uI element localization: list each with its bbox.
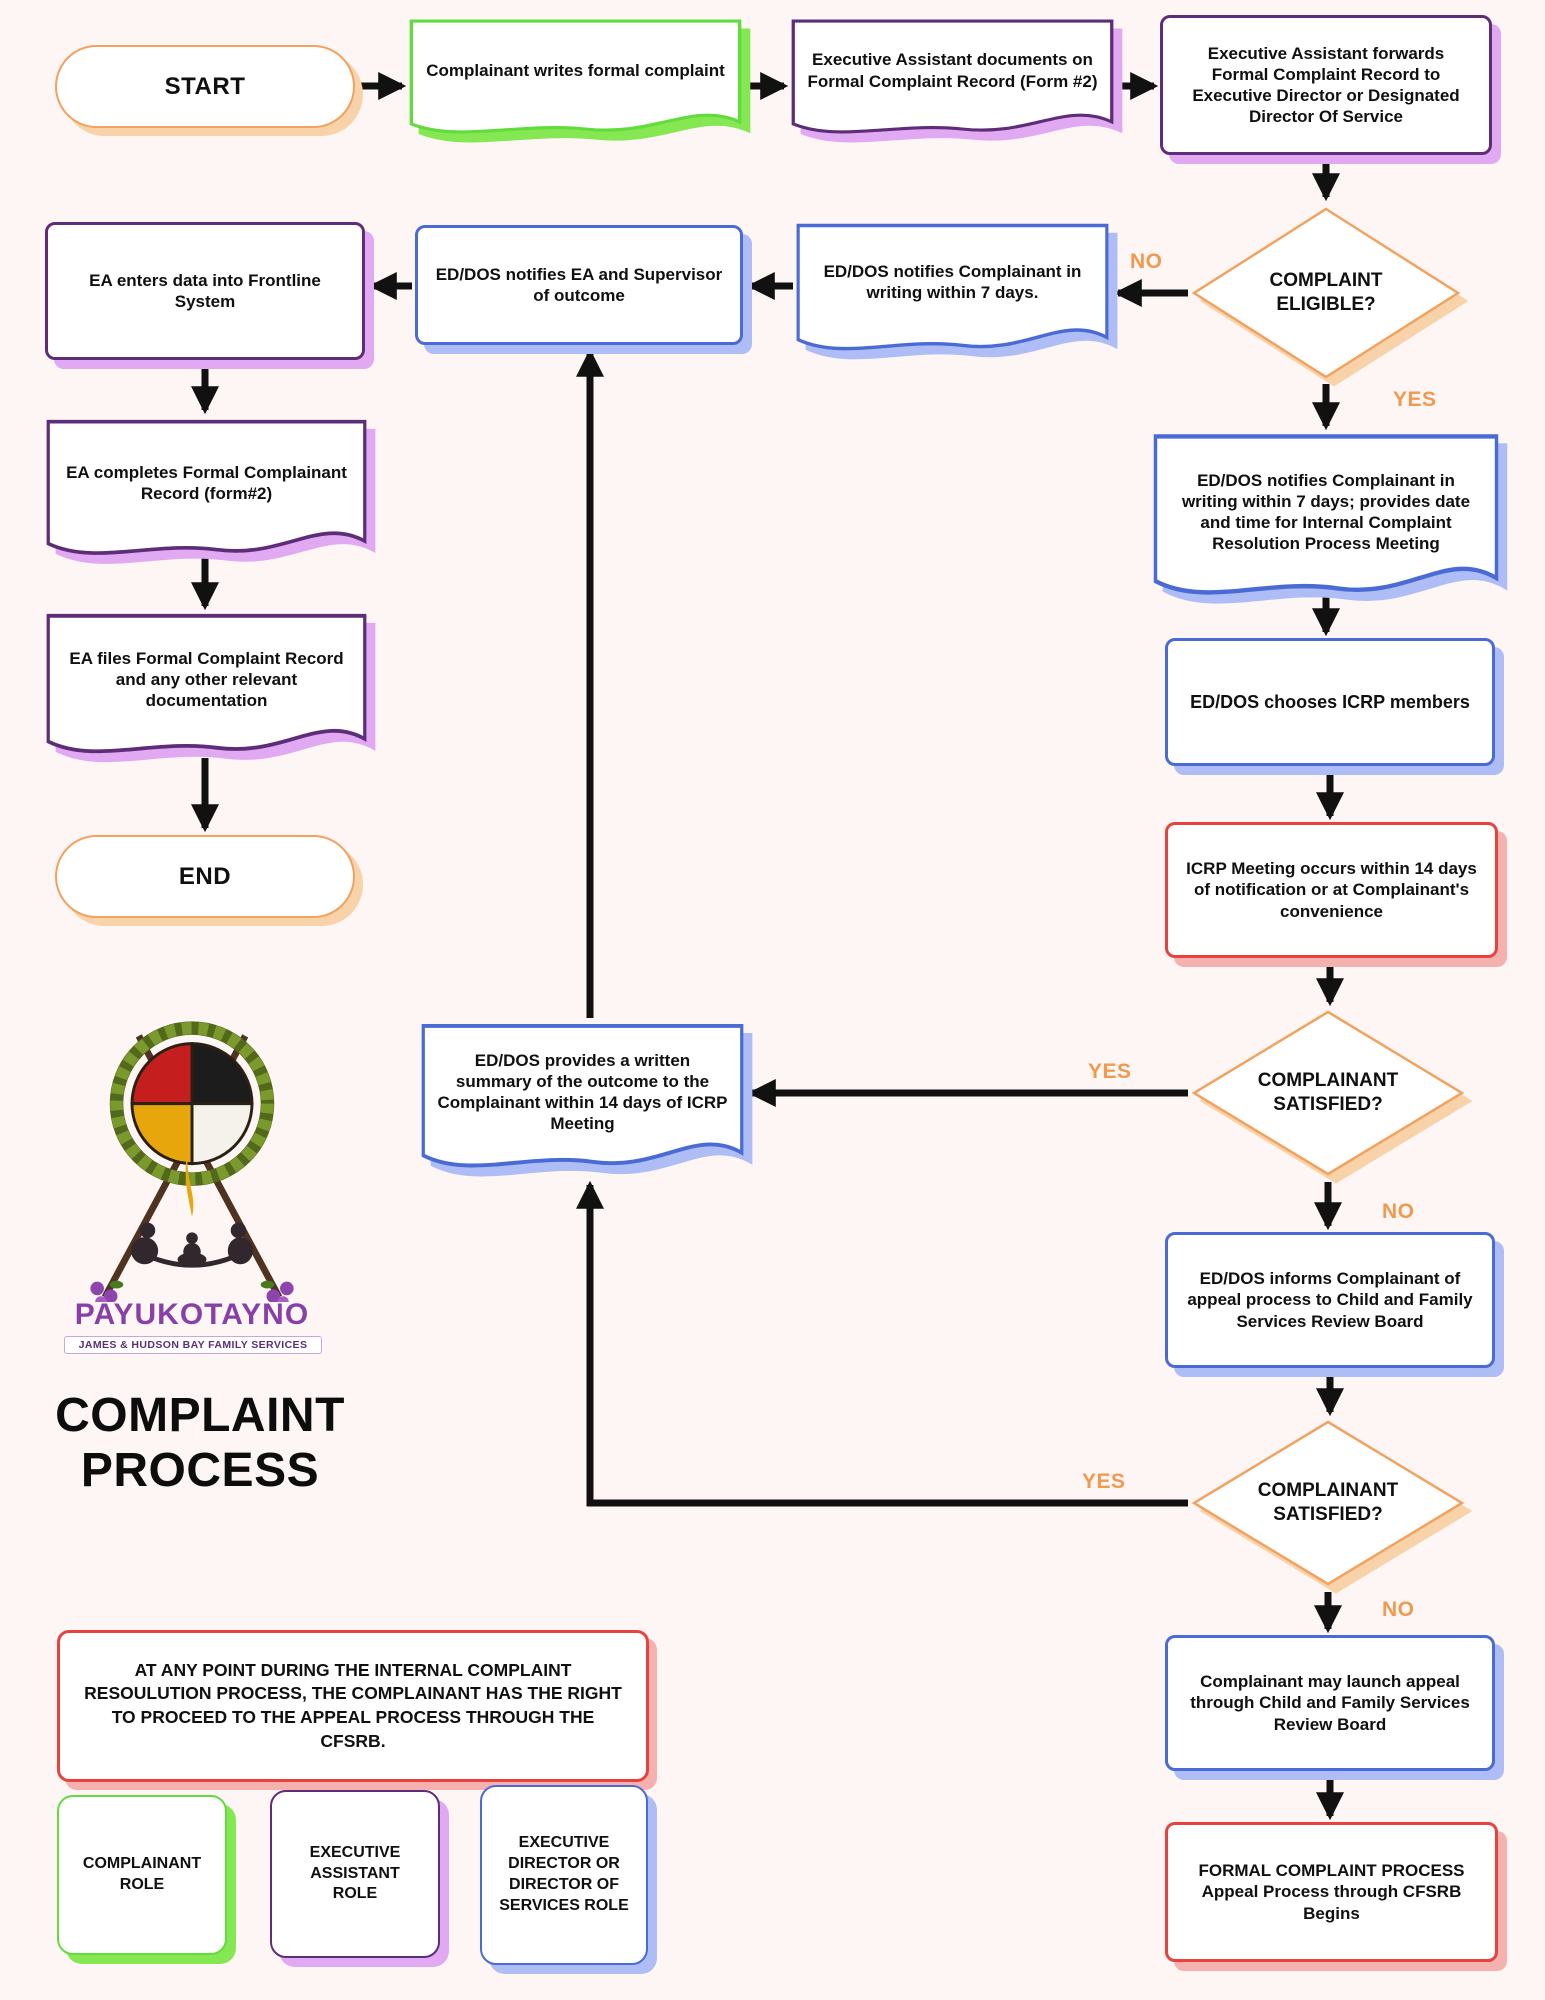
legend-complainant-role: COMPLAINANT ROLE (57, 1795, 227, 1955)
node-text: ED/DOS chooses ICRP members (1190, 691, 1470, 712)
node-text: END (178, 862, 232, 890)
document-shape (421, 1023, 744, 1168)
node-write-complaint: Complainant writes formal complaint (408, 18, 743, 153)
node-text-title: FORMAL COMPLAINT PROCESS (1198, 1861, 1465, 1881)
decision-satisfied-2: COMPLAINANT SATISFIED? (1190, 1418, 1466, 1588)
node-informs-appeal: ED/DOS informs Complainant of appeal pro… (1165, 1232, 1495, 1368)
node-formal-process: FORMAL COMPLAINT PROCESS Appeal Process … (1165, 1822, 1498, 1962)
document-shape (409, 19, 742, 134)
node-text: Complainant may launch appeal through Ch… (1190, 1672, 1470, 1734)
wheel-quadrant-red (130, 1042, 194, 1106)
figure-left-head (139, 1222, 156, 1239)
node-choose-icrp: ED/DOS chooses ICRP members (1165, 638, 1495, 766)
node-text-sub: Appeal Process through CFSRB Begins (1201, 1882, 1462, 1923)
legend-label: EXECUTIVE DIRECTOR OR DIRECTOR OF SERVIC… (499, 1834, 629, 1914)
document-shape (791, 19, 1114, 134)
wheel-quadrant-black (190, 1042, 254, 1106)
org-subtitle: JAMES & HUDSON BAY FAMILY SERVICES (64, 1336, 322, 1354)
label-satisfied1-no: NO (1382, 1200, 1415, 1223)
document-shape (796, 223, 1109, 351)
node-text: ED/DOS notifies EA and Supervisor of out… (435, 264, 723, 305)
node-icrp-meeting: ICRP Meeting occurs within 14 days of no… (1165, 822, 1498, 958)
node-text: ED/DOS provides a written summary of the… (437, 1050, 728, 1134)
label-eligible-no: NO (1130, 250, 1163, 273)
node-text: Complainant writes formal complaint (426, 60, 725, 80)
node-ea-documents: Executive Assistant documents on Formal … (790, 18, 1115, 153)
legend-executive-assistant-role: EXECUTIVE ASSISTANT ROLE (270, 1790, 440, 1958)
label-satisfied2-yes: YES (1082, 1470, 1126, 1493)
figure-right-head (230, 1222, 247, 1239)
node-notify-yes: ED/DOS notifies Complainant in writing w… (1152, 432, 1500, 622)
figure-right-body (227, 1237, 253, 1265)
node-text: EA enters data into Frontline System (89, 270, 321, 311)
figure-middle-body (183, 1242, 201, 1261)
node-notify-outcome: ED/DOS notifies EA and Supervisor of out… (415, 225, 743, 345)
feather-drip-icon (185, 1147, 194, 1217)
document-shape (1153, 434, 1499, 595)
medicine-wheel-graphic (90, 1021, 294, 1302)
org-name: PAYUKOTAYNO (74, 1298, 310, 1331)
arrow-satisfied2-yes (576, 1180, 1188, 1507)
page-title: COMPLAINT PROCESS (55, 1389, 345, 1498)
node-text: START (164, 72, 246, 100)
node-text: ED/DOS informs Complainant of appeal pro… (1187, 1269, 1473, 1331)
decision-complaint-eligible: COMPLAINT ELIGIBLE? (1190, 205, 1462, 381)
legend-label: COMPLAINANT ROLE (82, 1855, 202, 1893)
node-end: END (55, 835, 355, 918)
node-ea-completes-record: EA completes Formal Complainant Record (… (45, 418, 368, 578)
document-shape (46, 613, 367, 754)
node-text: ED/DOS notifies Complainant in writing w… (823, 261, 1082, 302)
legend-ed-dos-role: EXECUTIVE DIRECTOR OR DIRECTOR OF SERVIC… (480, 1785, 648, 1965)
node-text: COMPLAINT ELIGIBLE? (1269, 270, 1383, 315)
organization-logo: PAYUKOTAYNO JAMES & HUDSON BAY FAMILY SE… (42, 1002, 342, 1382)
node-text: ED/DOS notifies Complainant in writing w… (1181, 470, 1471, 554)
diamond-shape (1191, 207, 1461, 379)
label-satisfied2-no: NO (1382, 1598, 1415, 1621)
wheel-quadrant-yellow (130, 1102, 194, 1166)
node-written-summary: ED/DOS provides a written summary of the… (420, 1022, 745, 1192)
node-text: Executive Assistant documents on Formal … (807, 50, 1098, 91)
note-text: AT ANY POINT DURING THE INTERNAL COMPLAI… (84, 1659, 622, 1751)
flower-cluster-left (90, 1280, 124, 1302)
node-text: Executive Assistant forwards Formal Comp… (1192, 43, 1460, 127)
node-launch-appeal: Complainant may launch appeal through Ch… (1165, 1635, 1495, 1771)
figure-middle-head (186, 1232, 198, 1244)
wheel-quadrant-white (190, 1102, 254, 1166)
label-satisfied1-yes: YES (1088, 1060, 1132, 1083)
node-ea-enters-data: EA enters data into Frontline System (45, 222, 365, 360)
appeal-rights-note: AT ANY POINT DURING THE INTERNAL COMPLAI… (57, 1630, 649, 1782)
node-text: COMPLAINANT SATISFIED? (1257, 1480, 1399, 1525)
wreath-braid-icon (110, 1021, 274, 1186)
label-eligible-yes: YES (1393, 388, 1437, 411)
flower-cluster-right (260, 1280, 294, 1302)
legend-label: EXECUTIVE ASSISTANT ROLE (309, 1843, 401, 1903)
node-text: COMPLAINANT SATISFIED? (1257, 1070, 1399, 1115)
decision-satisfied-1: COMPLAINANT SATISFIED? (1190, 1008, 1466, 1178)
node-start: START (55, 45, 355, 128)
node-text: ICRP Meeting occurs within 14 days of no… (1186, 859, 1477, 921)
node-text: EA files Formal Complaint Record and any… (69, 648, 344, 711)
node-ea-forwards: Executive Assistant forwards Formal Comp… (1160, 15, 1492, 155)
document-shape (46, 419, 367, 555)
node-notify-no: ED/DOS notifies Complainant in writing w… (795, 222, 1110, 372)
diamond-shape (1191, 1010, 1465, 1176)
figure-left-body (131, 1237, 159, 1265)
diamond-shape (1191, 1420, 1465, 1586)
node-ea-files-record: EA files Formal Complaint Record and any… (45, 612, 368, 777)
node-text: EA completes Formal Complainant Record (… (66, 462, 347, 503)
